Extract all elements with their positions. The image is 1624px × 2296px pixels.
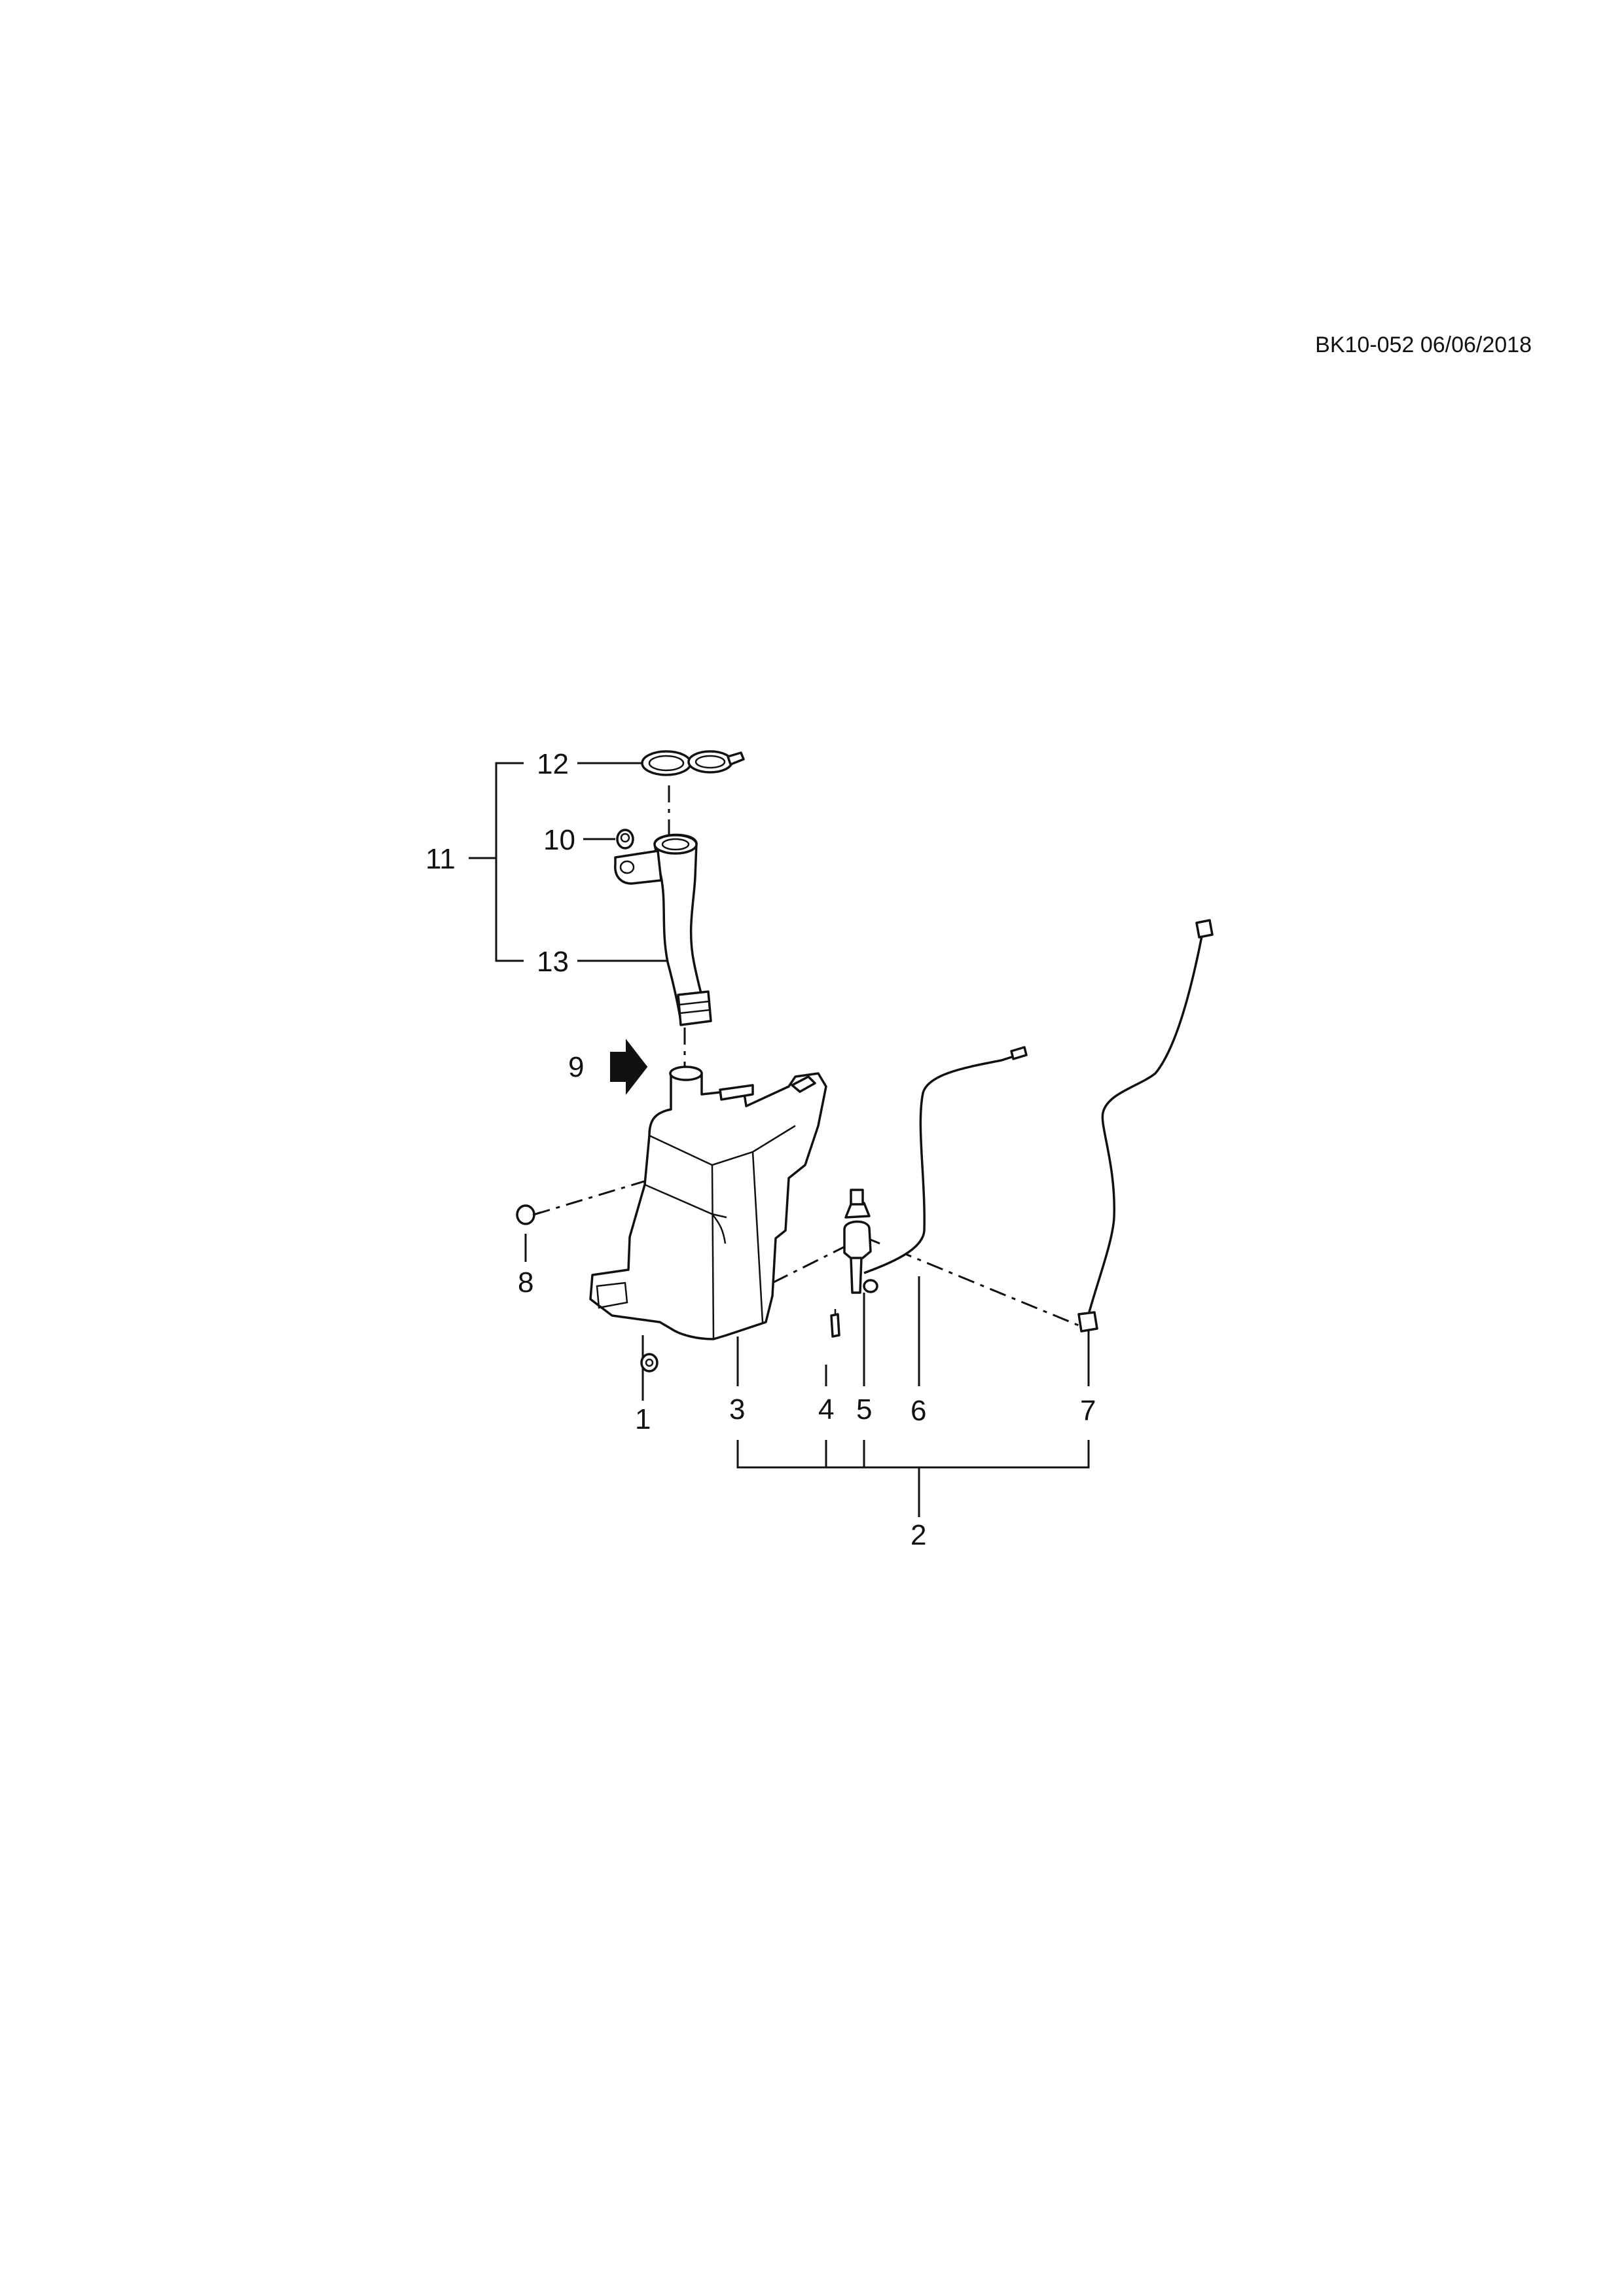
washer-hose-rear [1077, 919, 1214, 1333]
callout-3: 3 [729, 1393, 745, 1426]
washer-hose-front [863, 1046, 1028, 1274]
callout-6: 6 [911, 1395, 926, 1427]
callout-4: 4 [818, 1393, 834, 1426]
washer-pump [843, 1189, 878, 1294]
leader-lines [524, 762, 1090, 1517]
group-11-bracket [469, 762, 524, 962]
filler-bolt [616, 829, 634, 850]
callout-7: 7 [1080, 1395, 1096, 1427]
washer-reservoir [589, 1066, 827, 1340]
filler-neck [614, 833, 712, 1026]
reservoir-bolt [516, 1204, 541, 1225]
callout-2: 2 [911, 1519, 926, 1551]
callout-9: 9 [568, 1051, 584, 1083]
callout-12: 12 [537, 748, 569, 780]
arrow-icon [610, 1039, 648, 1095]
callout-13: 13 [537, 946, 569, 978]
pump-connector [830, 1309, 840, 1338]
filler-cap [641, 750, 745, 776]
reservoir-nut [640, 1353, 659, 1372]
callout-1: 1 [635, 1403, 651, 1435]
callout-11: 11 [425, 843, 456, 875]
callout-labels: 12 10 11 13 9 8 1 3 4 5 6 7 2 [425, 748, 1096, 1551]
drawing-code: BK10-052 06/06/2018 [1315, 332, 1532, 357]
callout-10: 10 [543, 824, 575, 856]
callout-5: 5 [856, 1393, 872, 1426]
callout-8: 8 [518, 1266, 533, 1299]
